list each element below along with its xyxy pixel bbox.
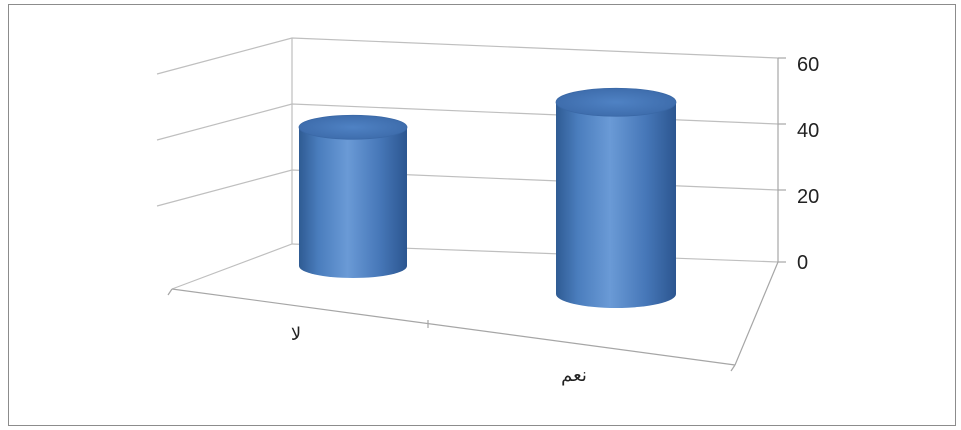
y-axis-ticks: 0 20 40 60 (797, 54, 819, 274)
x-tick-mark (730, 364, 736, 372)
bar-body (556, 102, 676, 309)
y-tick-label: 40 (797, 120, 819, 142)
y-tick-label: 60 (797, 54, 819, 76)
x-axis-line (171, 288, 736, 366)
bar-body (299, 127, 407, 278)
y-tick-label: 0 (797, 252, 808, 274)
x-category-label: نعم (561, 365, 587, 386)
gridline (156, 169, 779, 207)
bar-la (298, 114, 408, 278)
x-tick-mark (167, 288, 173, 296)
y-tick-label: 20 (797, 186, 819, 208)
bars (298, 87, 677, 309)
x-axis-categories: لا نعم (291, 324, 587, 386)
floor-back-edge (171, 243, 779, 290)
bar-top (298, 114, 408, 140)
gridline (156, 103, 779, 141)
x-category-label: لا (291, 324, 301, 345)
depth-axis-line (734, 261, 779, 366)
gridlines (156, 37, 779, 207)
chart-frame (8, 4, 956, 426)
axes (167, 38, 786, 372)
bar-top (555, 87, 677, 117)
gridline (156, 37, 779, 75)
bar-naam (555, 87, 677, 309)
